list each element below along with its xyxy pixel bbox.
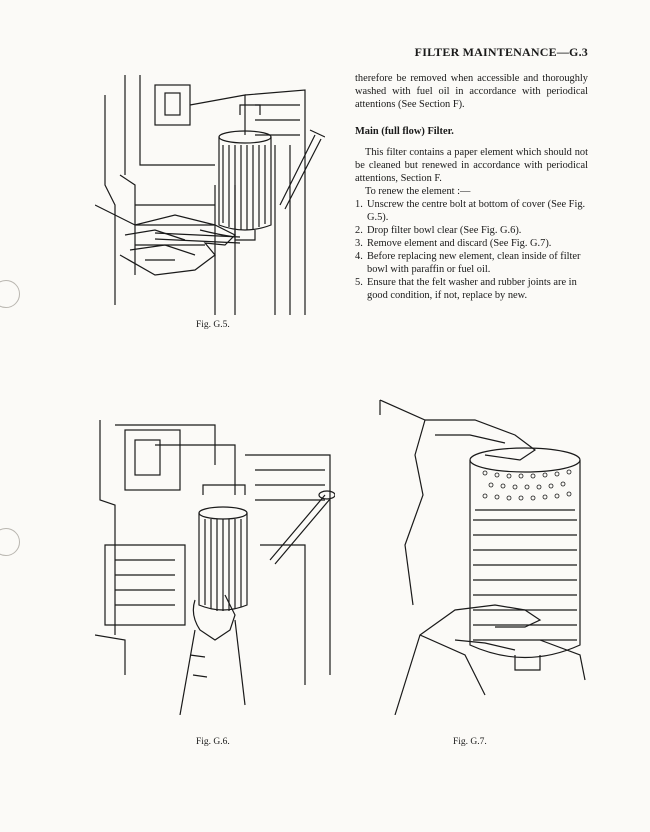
caption-fig-g5: Fig. G.5. xyxy=(196,320,230,330)
main-filter-paragraph: This filter contains a paper element whi… xyxy=(355,147,588,184)
renew-steps-list: 1.Unscrew the centre bolt at bottom of c… xyxy=(355,198,588,302)
step-item: 5.Ensure that the felt washer and rubber… xyxy=(355,277,577,301)
figure-g6-illustration xyxy=(95,415,335,715)
caption-fig-g6: Fig. G.6. xyxy=(196,737,230,747)
step-item: 3.Remove element and discard (See Fig. G… xyxy=(355,238,552,249)
punch-hole-bottom xyxy=(0,528,20,556)
figure-g7-illustration xyxy=(375,395,595,715)
step-item: 1.Unscrew the centre bolt at bottom of c… xyxy=(355,199,586,223)
page-header: FILTER MAINTENANCE—G.3 xyxy=(414,45,588,59)
continued-paragraph: therefore be removed when accessible and… xyxy=(355,73,588,110)
figure-g5-illustration xyxy=(95,75,325,320)
step-item: 4.Before replacing new element, clean in… xyxy=(355,251,581,275)
step-item: 2.Drop filter bowl clear (See Fig. G.6). xyxy=(355,225,522,236)
caption-fig-g7: Fig. G.7. xyxy=(453,737,487,747)
section-subheading: Main (full flow) Filter. xyxy=(355,126,454,137)
punch-hole-top xyxy=(0,280,20,308)
renew-intro: To renew the element :— xyxy=(365,186,471,197)
text-column: therefore be removed when accessible and… xyxy=(355,72,588,302)
